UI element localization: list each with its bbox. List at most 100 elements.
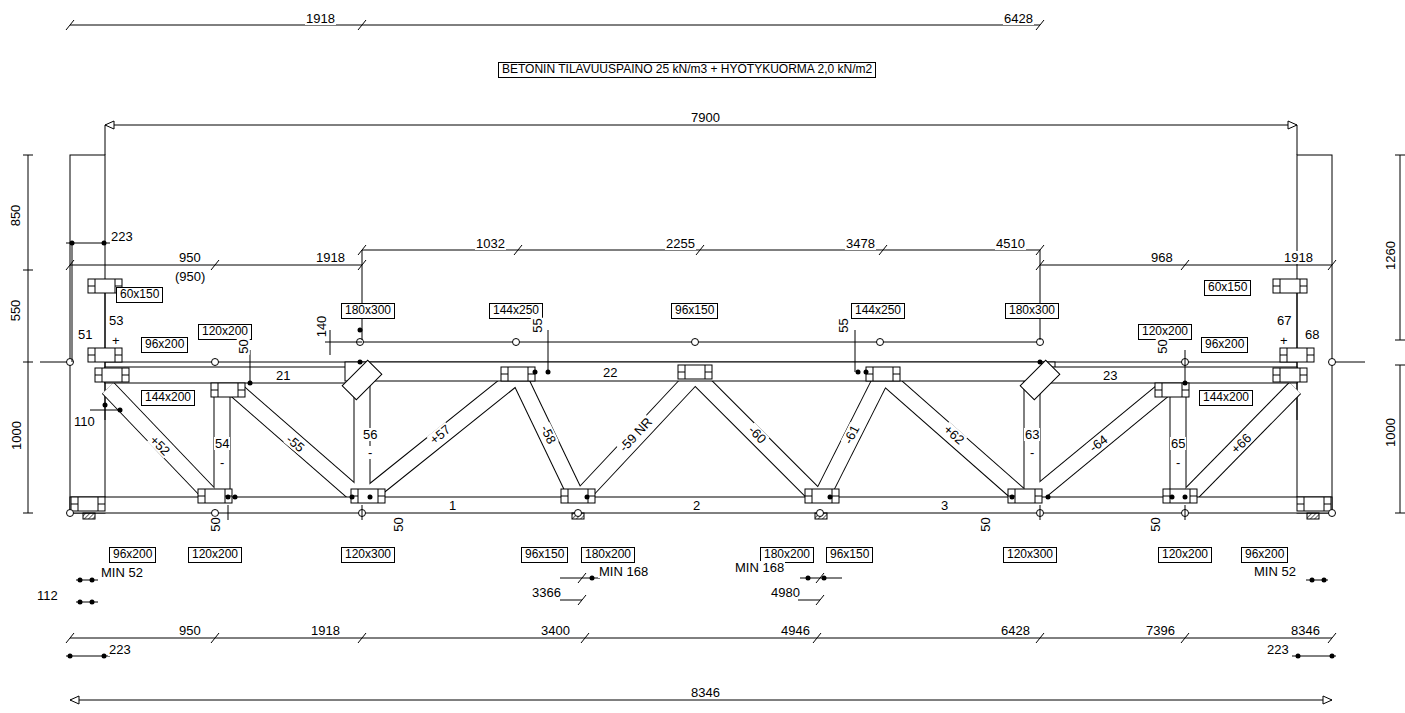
nail-plate-line <box>1300 375 1307 376</box>
extension-line <box>1297 125 1298 155</box>
nail-plate-line <box>1182 390 1189 391</box>
dimension-line <box>66 243 110 244</box>
dimension-arrow <box>1288 121 1297 129</box>
section-size-box: 180x300 <box>1005 303 1059 319</box>
section-size: 180x200 <box>764 547 810 561</box>
section-size-box: 144x200 <box>1199 390 1253 406</box>
section-size-box: 96x200 <box>1201 337 1248 353</box>
support <box>83 513 95 519</box>
dimension-text: 1918 <box>1283 251 1314 264</box>
nail-plate-line <box>1273 286 1280 287</box>
dimension-line <box>560 600 582 601</box>
section-size: 144x250 <box>493 303 539 317</box>
section-size: 96x200 <box>1245 547 1284 561</box>
dimension-text: MIN 168 <box>734 561 785 574</box>
truss-member-fill <box>108 388 215 500</box>
dimension-text: 3366 <box>531 586 562 599</box>
node-circle <box>1329 359 1336 366</box>
support <box>1307 513 1319 519</box>
note-box: BETONIN TILAVUUSPAINO 25 kN/m3 + HYÖTYKU… <box>498 62 876 78</box>
section-size-box: 120x200 <box>1158 547 1212 563</box>
dimension-arrow <box>70 696 79 704</box>
section-size: 96x150 <box>830 547 869 561</box>
nail-plate-line <box>805 496 812 497</box>
member-number: 2 <box>692 499 701 512</box>
leader-line <box>90 410 120 411</box>
truss-member <box>362 375 518 500</box>
dimension-text: 1260 <box>1384 240 1397 271</box>
dimension-tick <box>1036 20 1044 30</box>
nail-plate-line <box>378 496 385 497</box>
dimension-tick <box>1328 633 1336 643</box>
dimension-dot <box>533 370 538 375</box>
section-size: 144x250 <box>855 303 901 317</box>
section-size-box: 120x300 <box>341 547 395 563</box>
dimension-text: 1000 <box>1384 417 1397 448</box>
section-size-box: 60x150 <box>116 287 163 303</box>
dimension-dot <box>1170 495 1175 500</box>
section-size-box: 180x200 <box>581 547 635 563</box>
member-number: + <box>1279 334 1289 347</box>
dimension-dot <box>1183 495 1188 500</box>
dimension-text: 950 <box>178 251 202 264</box>
section-size: 180x200 <box>585 547 631 561</box>
truss-member-fill <box>215 383 230 500</box>
section-size: 120x300 <box>345 547 391 561</box>
dimension-tick <box>578 573 586 583</box>
dimension-dot <box>226 495 231 500</box>
member-number: 55 <box>531 317 544 333</box>
nail-plate-line <box>88 286 95 287</box>
section-size-box: 96x150 <box>521 547 568 563</box>
dimension-line <box>1400 155 1401 340</box>
dimension-dot <box>856 370 861 375</box>
member-number: 55 <box>837 317 850 333</box>
chord <box>105 367 362 383</box>
dimension-tick <box>23 513 33 514</box>
dimension-text: 8346 <box>1290 624 1321 637</box>
nail-plate-line <box>95 375 102 376</box>
nail-plate-line <box>98 504 105 505</box>
chord <box>1040 367 1297 383</box>
nail-plate <box>1273 368 1307 382</box>
dimension-text: (950) <box>174 270 206 283</box>
member-number: 51 <box>77 328 93 341</box>
nail-plate-line <box>1163 496 1170 497</box>
dimension-text: 6428 <box>1000 624 1031 637</box>
dimension-line <box>1400 365 1401 513</box>
dimension-text: 4946 <box>780 624 811 637</box>
leader-line <box>1185 505 1186 520</box>
dimension-line <box>70 638 1332 639</box>
dimension-dot <box>103 403 108 408</box>
dimension-line <box>105 125 1297 126</box>
leader-line <box>72 243 73 362</box>
leader-line <box>228 505 229 520</box>
node-circle <box>877 339 884 346</box>
dimension-text: 950 <box>178 624 202 637</box>
member-number: 68 <box>1304 328 1320 341</box>
dimension-tick <box>1395 365 1405 366</box>
section-size-box: 96x200 <box>141 337 188 353</box>
dimension-text: 50 <box>237 338 250 354</box>
dimension-text: 8346 <box>690 686 721 699</box>
dimension-dot <box>806 576 811 581</box>
dimension-line <box>798 600 820 601</box>
nail-plate <box>342 360 382 400</box>
nail-plate <box>1163 489 1197 503</box>
truss-member <box>108 388 215 500</box>
nail-plate-line <box>115 355 122 356</box>
dimension-tick <box>514 245 522 255</box>
dimension-text: 50 <box>979 516 992 532</box>
dimension-dot <box>78 600 83 605</box>
dimension-line <box>362 250 1040 251</box>
dimension-text: 7396 <box>1145 624 1176 637</box>
dimension-dot <box>1038 360 1043 365</box>
nail-plate-line <box>501 374 508 375</box>
dimension-text: 1918 <box>310 624 341 637</box>
dimension-dot <box>1330 654 1335 659</box>
node-circle <box>513 339 520 346</box>
section-size-box: 144x250 <box>851 303 905 319</box>
dimension-dot <box>102 654 107 659</box>
section-size: 144x200 <box>1203 390 1249 404</box>
